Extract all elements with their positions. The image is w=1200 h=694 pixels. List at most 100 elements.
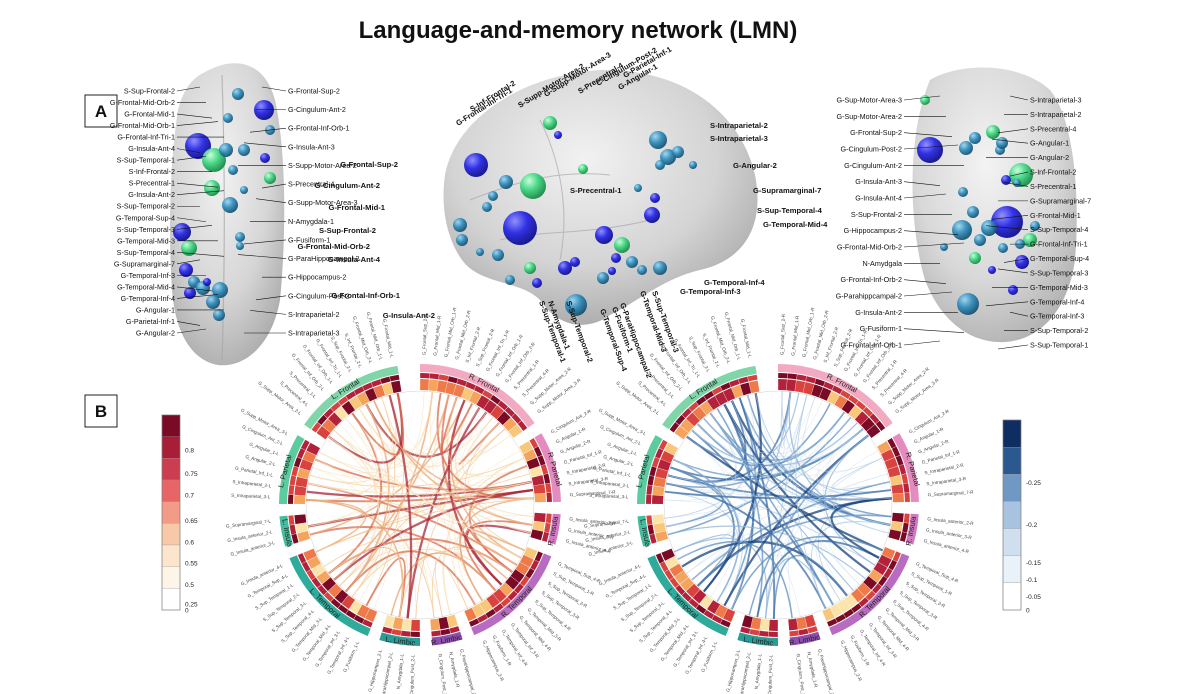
circos-link	[686, 436, 801, 617]
brain-label: G-Temporal-Mid-3	[1030, 283, 1088, 292]
circos-cell	[288, 515, 295, 525]
circos-cell	[337, 604, 349, 614]
circos-cell	[299, 459, 313, 471]
circos-cell	[431, 630, 441, 637]
circos-node-label: G_Cingulum_Post_2-R	[438, 653, 449, 694]
circos-link	[345, 418, 435, 619]
circos-cell	[510, 569, 525, 583]
node-sphere	[235, 232, 245, 242]
circos-cell	[844, 594, 858, 608]
circos-link	[333, 428, 506, 468]
circos-cell	[658, 439, 668, 451]
node-sphere	[228, 165, 238, 175]
circos-cell	[883, 568, 893, 579]
circos-link	[307, 481, 532, 495]
circos-cell	[674, 570, 689, 585]
panel-a-box: A	[84, 94, 118, 128]
circos-cell	[529, 466, 543, 478]
node-sphere	[184, 287, 196, 299]
brain-label: G-Supramarginal-7	[1030, 196, 1091, 205]
brain-label: G-Frontal-Mid-Orb-2	[110, 98, 175, 107]
circos-cell	[533, 484, 546, 494]
circos-cell	[826, 618, 838, 627]
circos-cell	[855, 400, 866, 411]
brain-label: G-Supp-Motor-Area-3	[288, 198, 358, 207]
circos-link	[755, 393, 892, 493]
circos-node-label: G_ParaHippocampal_2-L	[379, 651, 393, 694]
circos-cell	[382, 626, 393, 634]
circos-link	[764, 557, 834, 619]
circos-cell	[655, 467, 669, 480]
brain-right-coronal	[912, 67, 1077, 343]
circos-cell	[297, 553, 307, 564]
circos-cell	[881, 449, 895, 462]
circos-cell	[653, 522, 666, 534]
node-sphere	[204, 180, 220, 196]
brain-label: G-Angular-2	[1030, 153, 1069, 162]
circos-cell	[391, 629, 402, 636]
brain-label: G-Frontal-Sup-2	[850, 128, 902, 137]
circos-cell	[483, 400, 497, 414]
colorbar-tick: -0.25	[1026, 480, 1041, 487]
circos-cell	[892, 493, 904, 503]
node-sphere	[206, 295, 220, 309]
leader-line	[1009, 95, 1029, 101]
circos-cell	[657, 459, 671, 471]
colorbar-swatch	[161, 544, 181, 567]
circos-node-label: G_Frontal_Mid_1-L	[740, 318, 753, 358]
circos-link	[667, 475, 892, 517]
circos-link	[323, 541, 381, 597]
brain-label: S-Inf-Frontal-2	[129, 167, 175, 176]
circos-cell	[699, 595, 714, 609]
circos-link	[318, 451, 534, 500]
circos-cell	[306, 569, 316, 581]
brain-label: G-Temporal-Mid-3	[117, 236, 175, 245]
brain-mid-label: S-Sup-Temporal-4	[757, 206, 823, 215]
brain-label: G-Cingulum-Post-2	[840, 145, 902, 154]
node-spheres	[173, 88, 1040, 321]
circos-link	[373, 400, 533, 526]
circos-cell	[901, 473, 909, 484]
circos-node-label: N_Amygdala_1-R	[806, 651, 818, 688]
circos-cell	[468, 618, 480, 627]
circos-cell	[652, 495, 664, 504]
circos-link	[333, 429, 522, 559]
leader-line	[237, 254, 287, 259]
node-sphere	[649, 131, 667, 149]
circos-cell	[759, 618, 770, 631]
circos-cell	[787, 373, 798, 380]
circos-cell	[723, 608, 736, 622]
circos-cell	[891, 484, 904, 494]
circos-cell	[514, 583, 524, 594]
circos-link	[795, 394, 827, 609]
colorbar-tick: 0.75	[185, 471, 198, 478]
circos-link	[306, 499, 404, 618]
brain-label: S-Intraparietal-2	[1030, 110, 1082, 119]
circos-link	[670, 467, 746, 610]
circos-node-label: G_Supramarginal_7-L	[584, 518, 630, 528]
circos-link	[824, 434, 876, 566]
circos-cell	[490, 405, 504, 420]
node-sphere	[644, 207, 660, 223]
node-sphere	[492, 249, 504, 261]
circos-cell	[383, 615, 395, 628]
node-sphere	[213, 309, 225, 321]
circos-segment	[905, 513, 919, 545]
circos-cell	[392, 617, 404, 630]
circos-link	[440, 396, 473, 454]
circos-cell	[474, 385, 485, 395]
circos-cell	[703, 390, 715, 401]
circos-cell	[334, 406, 349, 421]
brain-label: S-Sup-Temporal-4	[117, 248, 175, 257]
circos-node-label: S_Sup_Temporal_2-L	[262, 591, 301, 622]
node-sphere	[958, 187, 968, 197]
circos-cell	[490, 395, 501, 405]
circos-cell	[341, 595, 356, 609]
circos-node-label: G_Insula_anterior_3-R	[926, 527, 973, 540]
circos-node-label: G_ParaHippocampal_2-R	[459, 648, 478, 694]
circos-cell	[653, 476, 666, 488]
circos-link	[447, 397, 528, 477]
leader-line	[243, 239, 287, 245]
leader-line	[1003, 258, 1029, 263]
leader-line	[903, 144, 959, 150]
